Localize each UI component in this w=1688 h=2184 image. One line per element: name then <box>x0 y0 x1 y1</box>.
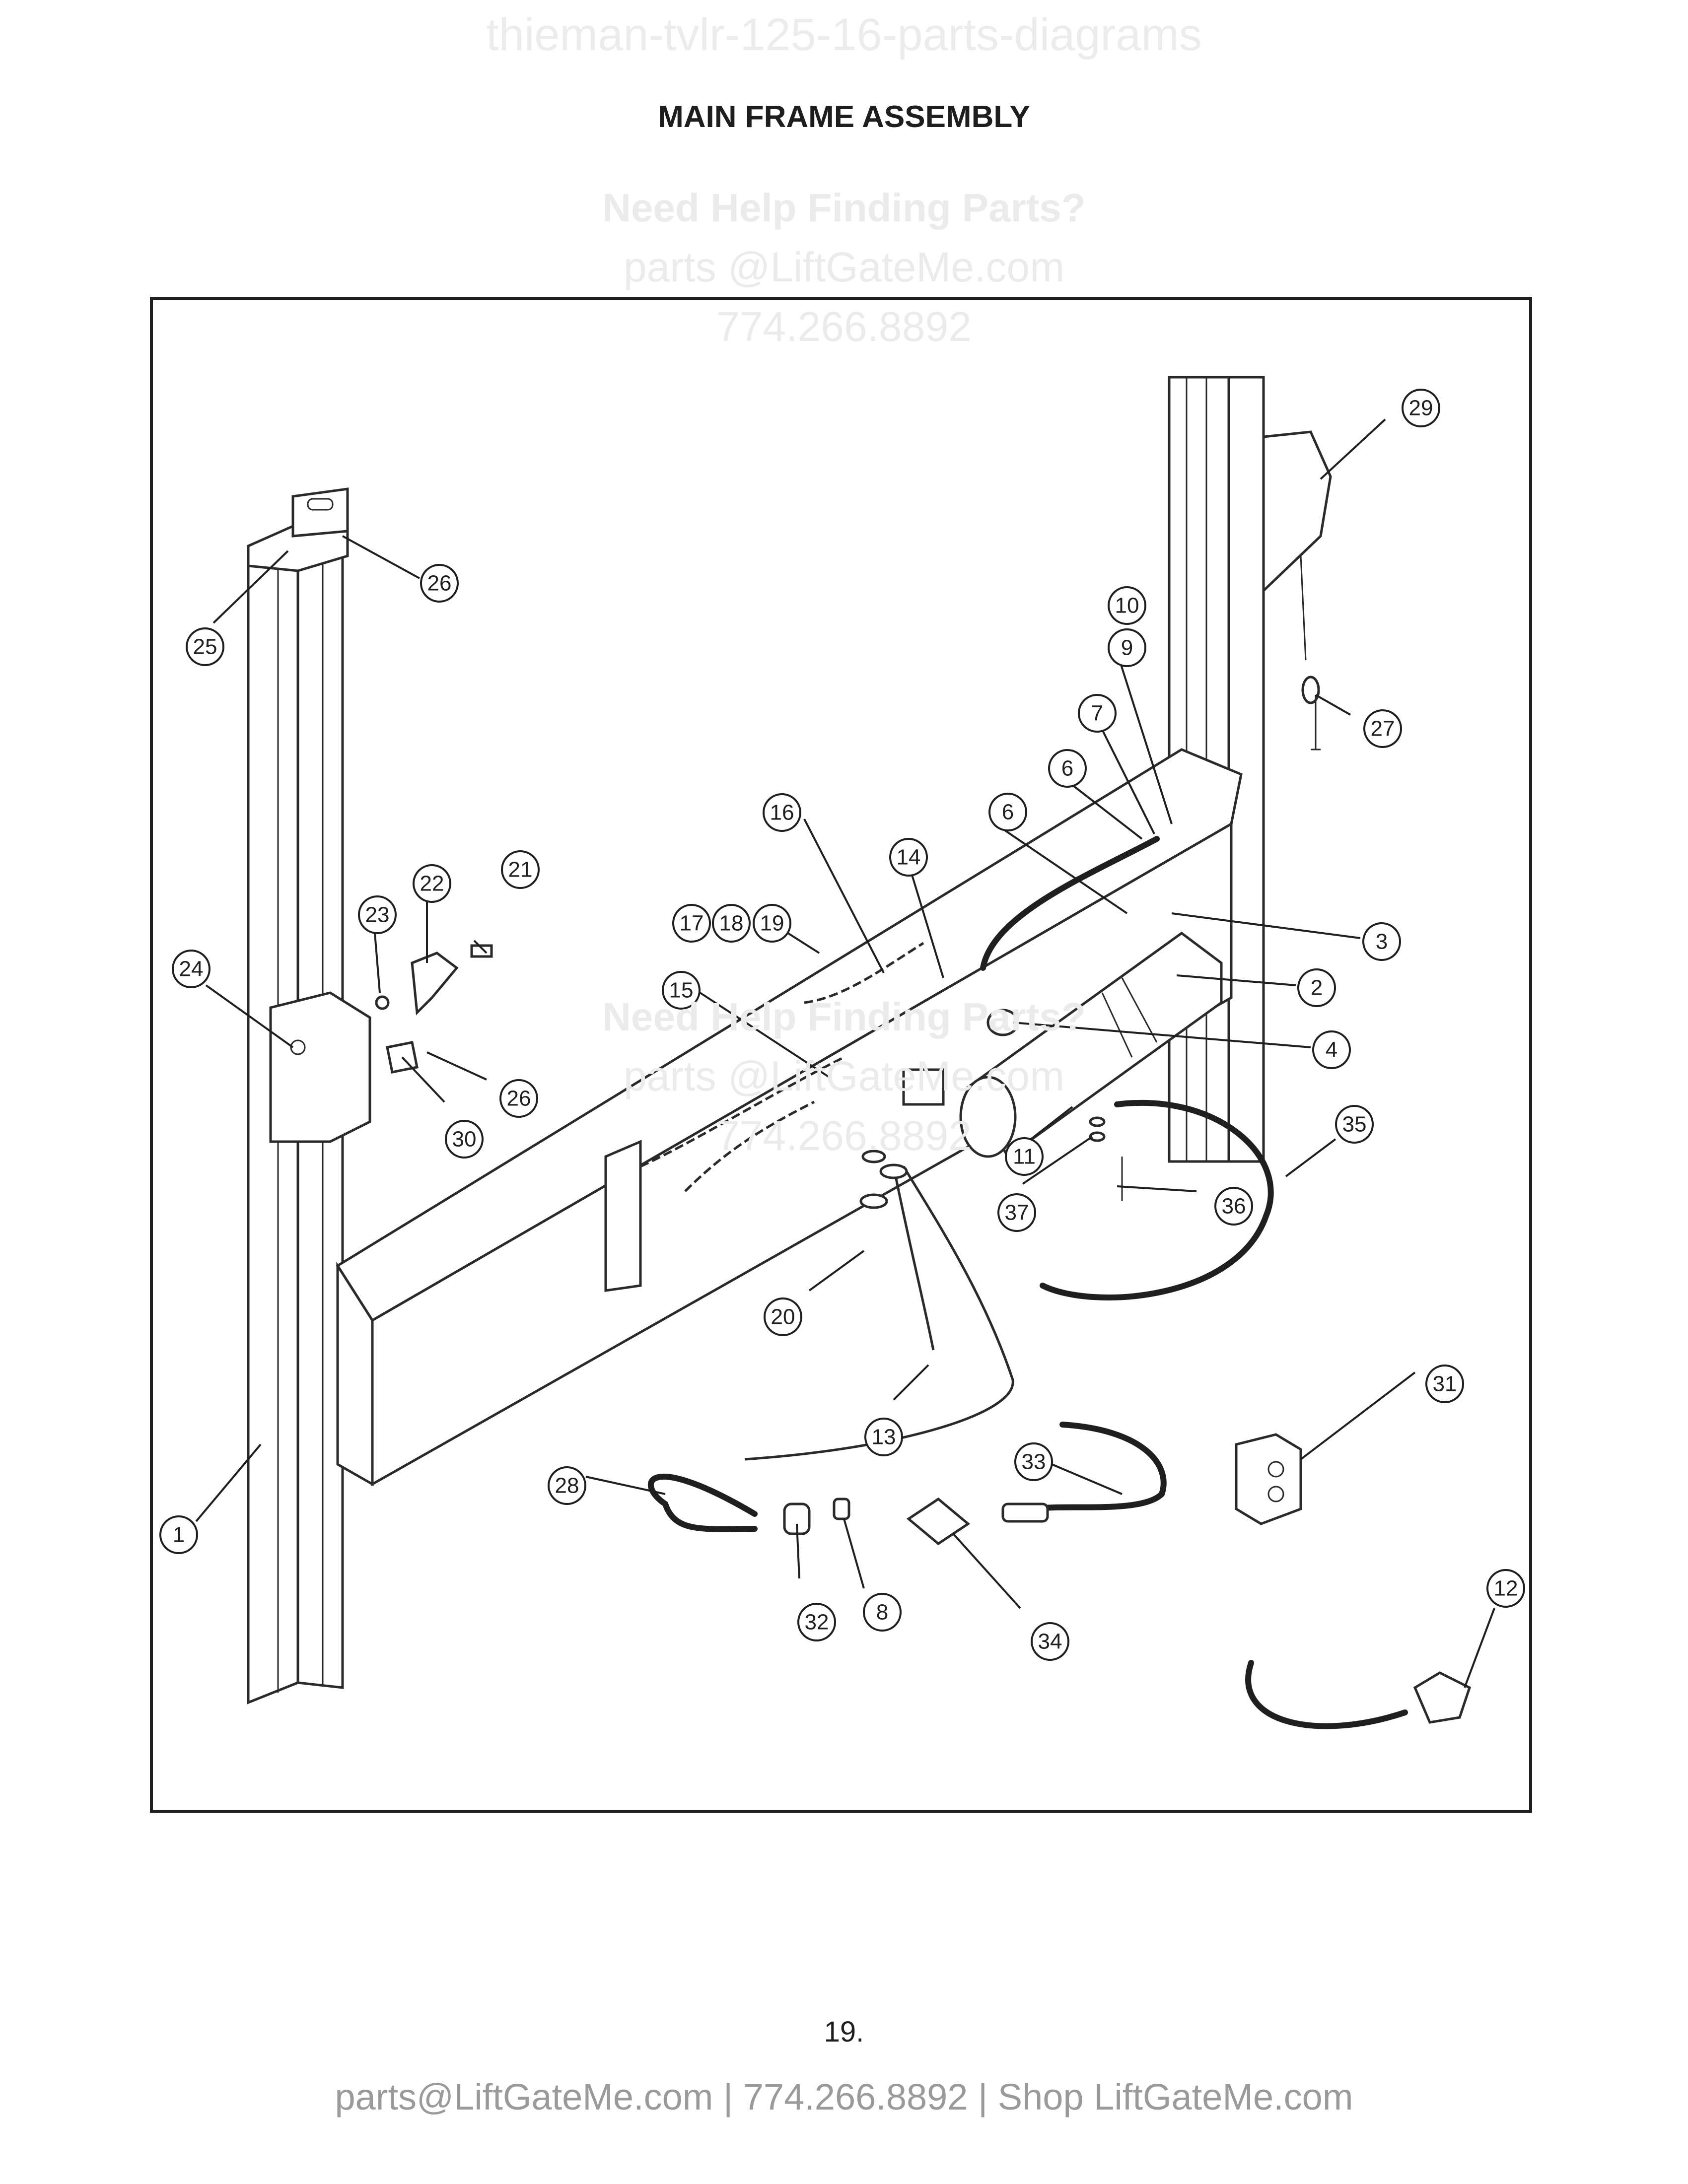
help-phone: 774.266.8892 <box>716 303 972 350</box>
callout-4-label: 4 <box>1326 1038 1337 1062</box>
help-watermark-center: Need Help Finding Parts? parts @LiftGate… <box>0 988 1688 1165</box>
callout-17: 17 <box>672 904 711 943</box>
help-phone-center: 774.266.8892 <box>716 1112 972 1159</box>
callout-14-label: 14 <box>897 845 921 870</box>
callout-12: 12 <box>1486 1569 1525 1608</box>
callout-18: 18 <box>712 904 751 943</box>
callout-33-label: 33 <box>1022 1450 1046 1474</box>
callout-10: 10 <box>1108 586 1146 625</box>
help-heading-center: Need Help Finding Parts? <box>602 995 1086 1039</box>
callout-23: 23 <box>358 895 397 934</box>
callout-2: 2 <box>1297 968 1336 1007</box>
callout-21-label: 21 <box>508 858 533 882</box>
callout-27: 27 <box>1363 709 1402 748</box>
callout-34: 34 <box>1031 1622 1069 1661</box>
callout-20: 20 <box>764 1297 802 1336</box>
cross-member <box>336 748 1243 1487</box>
page-title: MAIN FRAME ASSEMBLY <box>658 100 1030 134</box>
page-number: 19. <box>824 2016 864 2048</box>
left-plate <box>269 944 493 1143</box>
callout-11: 11 <box>1005 1137 1044 1176</box>
callout-15-label: 15 <box>669 978 694 1003</box>
callout-16: 16 <box>763 793 801 832</box>
callout-22-label: 22 <box>420 872 444 896</box>
callout-36: 36 <box>1214 1187 1253 1226</box>
callout-9: 9 <box>1108 628 1146 667</box>
hoses <box>647 836 1408 1729</box>
callout-32-label: 32 <box>805 1610 829 1635</box>
callout-19-label: 19 <box>760 911 784 936</box>
callout-24-label: 24 <box>179 957 204 981</box>
callout-30: 30 <box>445 1120 484 1159</box>
callout-9-label: 9 <box>1121 636 1133 660</box>
callout-13-label: 13 <box>872 1425 896 1449</box>
footer-contact: parts@LiftGateMe.com | 774.266.8892 | Sh… <box>335 2076 1353 2117</box>
callout-21: 21 <box>501 850 540 889</box>
callout-4: 4 <box>1312 1030 1351 1069</box>
callout-30-label: 30 <box>452 1127 477 1152</box>
callout-19: 19 <box>753 904 791 943</box>
callout-34-label: 34 <box>1038 1630 1062 1654</box>
callout-14: 14 <box>889 838 928 877</box>
callout-3-label: 3 <box>1376 930 1388 954</box>
callout-22: 22 <box>413 864 451 903</box>
callout-26b-label: 26 <box>507 1087 531 1111</box>
callout-7: 7 <box>1078 694 1117 733</box>
callout-37-label: 37 <box>1005 1201 1029 1225</box>
callout-26a: 26 <box>420 564 459 603</box>
switch-assembly <box>783 1497 1049 1546</box>
latch-pin <box>1300 555 1321 751</box>
callout-29-label: 29 <box>1409 396 1433 420</box>
callout-18-label: 18 <box>719 911 744 936</box>
callout-6b-label: 6 <box>1061 756 1073 781</box>
callout-23-label: 23 <box>365 903 390 927</box>
callout-1-label: 1 <box>173 1523 185 1547</box>
callout-8: 8 <box>863 1593 902 1632</box>
callout-2-label: 2 <box>1311 976 1323 1000</box>
callout-6a-label: 6 <box>1002 800 1014 824</box>
chains <box>639 942 924 1192</box>
callout-27-label: 27 <box>1371 717 1395 741</box>
callout-15: 15 <box>662 971 701 1010</box>
callout-3: 3 <box>1362 922 1401 961</box>
pump-motor <box>959 931 1223 1159</box>
callout-13: 13 <box>864 1418 903 1456</box>
callout-28-label: 28 <box>555 1474 579 1498</box>
callout-20-label: 20 <box>771 1305 795 1329</box>
callout-24: 24 <box>172 950 211 988</box>
callout-8-label: 8 <box>876 1600 888 1625</box>
callout-29: 29 <box>1402 389 1440 427</box>
callout-26b: 26 <box>499 1079 538 1118</box>
callout-16-label: 16 <box>770 801 794 825</box>
callout-26a-label: 26 <box>427 571 452 596</box>
callout-37: 37 <box>997 1193 1036 1232</box>
watermark-title: thieman-tvlr-125-16-parts-diagrams <box>486 9 1202 60</box>
callout-12-label: 12 <box>1494 1576 1518 1601</box>
callout-11-label: 11 <box>1013 1145 1036 1169</box>
callout-31: 31 <box>1425 1365 1464 1403</box>
callout-7-label: 7 <box>1091 701 1103 726</box>
callout-1: 1 <box>159 1515 198 1554</box>
callout-35: 35 <box>1335 1105 1374 1144</box>
callout-35-label: 35 <box>1342 1112 1367 1137</box>
callout-33: 33 <box>1014 1442 1053 1481</box>
callout-32: 32 <box>797 1603 836 1641</box>
callout-28: 28 <box>548 1466 586 1505</box>
hardware <box>859 1068 1123 1209</box>
callout-10-label: 10 <box>1115 594 1139 618</box>
callout-25: 25 <box>186 627 224 666</box>
callout-36-label: 36 <box>1222 1194 1246 1219</box>
help-heading: Need Help Finding Parts? <box>602 186 1086 230</box>
callout-6a: 6 <box>988 793 1027 831</box>
hand-control <box>1235 1433 1472 1724</box>
help-email-center: parts @LiftGateMe.com <box>623 1053 1065 1099</box>
callout-25-label: 25 <box>193 635 217 659</box>
callout-6b: 6 <box>1048 749 1087 788</box>
help-watermark: Need Help Finding Parts? parts @LiftGate… <box>0 179 1688 356</box>
help-email: parts @LiftGateMe.com <box>623 244 1065 290</box>
callout-17-label: 17 <box>680 911 704 936</box>
callout-31-label: 31 <box>1433 1372 1457 1396</box>
diagram-frame <box>150 297 1532 1813</box>
